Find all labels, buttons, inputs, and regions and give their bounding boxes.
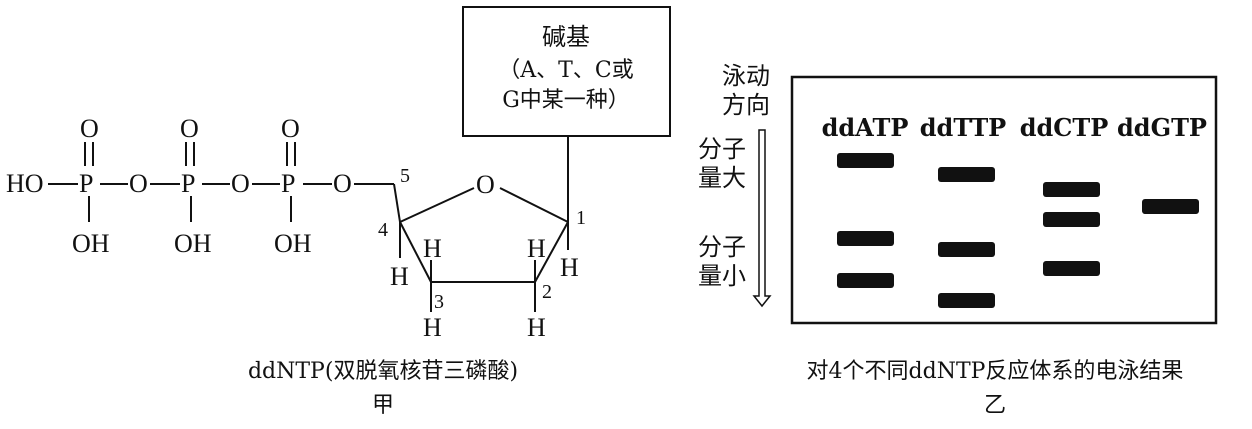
phosphorus-3: P	[281, 169, 295, 198]
small-label-line2: 量小	[698, 262, 746, 290]
lane-label-ddgtp: ddGTP	[1117, 113, 1207, 142]
oh-3: OH	[274, 229, 312, 258]
band-ddctp-1	[1043, 182, 1100, 197]
hydrogen-c2-up: H	[527, 234, 546, 263]
oxygen-double-3: O	[281, 114, 300, 143]
bridge-oxygen-1: O	[129, 169, 148, 198]
hydrogen-c3-up: H	[423, 234, 442, 263]
large-label-line1: 分子	[698, 135, 746, 163]
panel-a-label: 甲	[372, 393, 394, 418]
band-ddttp-2	[938, 242, 995, 257]
bond	[393, 183, 401, 223]
lane-label-ddatp: ddATP	[822, 113, 909, 142]
ring-bond	[399, 221, 432, 283]
hydrogen-c2-down: H	[527, 313, 546, 342]
panel-b-caption: 对4个不同ddNTP反应体系的电泳结果	[807, 359, 1184, 384]
carbon-number-2: 2	[542, 281, 552, 303]
lane-label-ddctp: ddCTP	[1020, 113, 1109, 142]
band-ddttp-3	[938, 293, 995, 308]
direction-label-line2: 方向	[722, 91, 770, 119]
ho-group: HO	[6, 169, 44, 198]
carbon-number-1: 1	[576, 207, 586, 229]
ring-oxygen: O	[476, 170, 495, 199]
oxygen-double-1: O	[80, 114, 99, 143]
bridge-oxygen-3: O	[333, 169, 352, 198]
carbon-number-5: 5	[400, 165, 410, 187]
band-ddatp-3	[837, 273, 894, 288]
ring-bond	[399, 187, 475, 223]
small-label-line1: 分子	[698, 233, 746, 261]
ddntp-structure: HO P O OH O P O OH O P O OH O 5	[6, 6, 671, 342]
panel-b-label: 乙	[984, 393, 1006, 418]
oh-2: OH	[174, 229, 212, 258]
carbon-number-3: 3	[434, 291, 444, 313]
phosphorus-1: P	[79, 169, 93, 198]
oxygen-double-2: O	[180, 114, 199, 143]
gel-frame	[790, 75, 1218, 325]
base-title: 碱基	[542, 23, 590, 51]
base-options-line2: G中某一种）	[502, 88, 630, 113]
carbon-number-4: 4	[378, 219, 388, 241]
band-ddatp-2	[837, 231, 894, 246]
band-ddctp-2	[1043, 212, 1100, 227]
band-ddgtp-1	[1142, 199, 1199, 214]
panel-a-caption: ddNTP(双脱氧核苷三磷酸)	[248, 359, 518, 384]
bridge-oxygen-2: O	[231, 169, 250, 198]
hydrogen-c4: H	[390, 262, 409, 291]
hydrogen-c1: H	[560, 253, 579, 282]
lane-label-ddttp: ddTTP	[920, 113, 1006, 142]
oh-1: OH	[72, 229, 110, 258]
ring-bond	[499, 187, 569, 223]
base-options-line1: （A、T、C或	[498, 58, 633, 83]
migration-arrow-icon	[752, 129, 772, 308]
large-label-line2: 量大	[698, 164, 746, 192]
electrophoresis-panel: 泳动 方向 分子 量大 分子 量小 ddATP ddTTP ddCTP ddGT…	[698, 62, 1218, 325]
band-ddatp-1	[837, 153, 894, 168]
sugar-ring: O	[399, 170, 569, 283]
phosphorus-2: P	[181, 169, 195, 198]
ring-bond	[534, 221, 569, 283]
direction-label-line1: 泳动	[722, 62, 770, 90]
hydrogen-c3-down: H	[423, 313, 442, 342]
band-ddttp-1	[938, 167, 995, 182]
band-ddctp-3	[1043, 261, 1100, 276]
base-box	[462, 6, 671, 137]
